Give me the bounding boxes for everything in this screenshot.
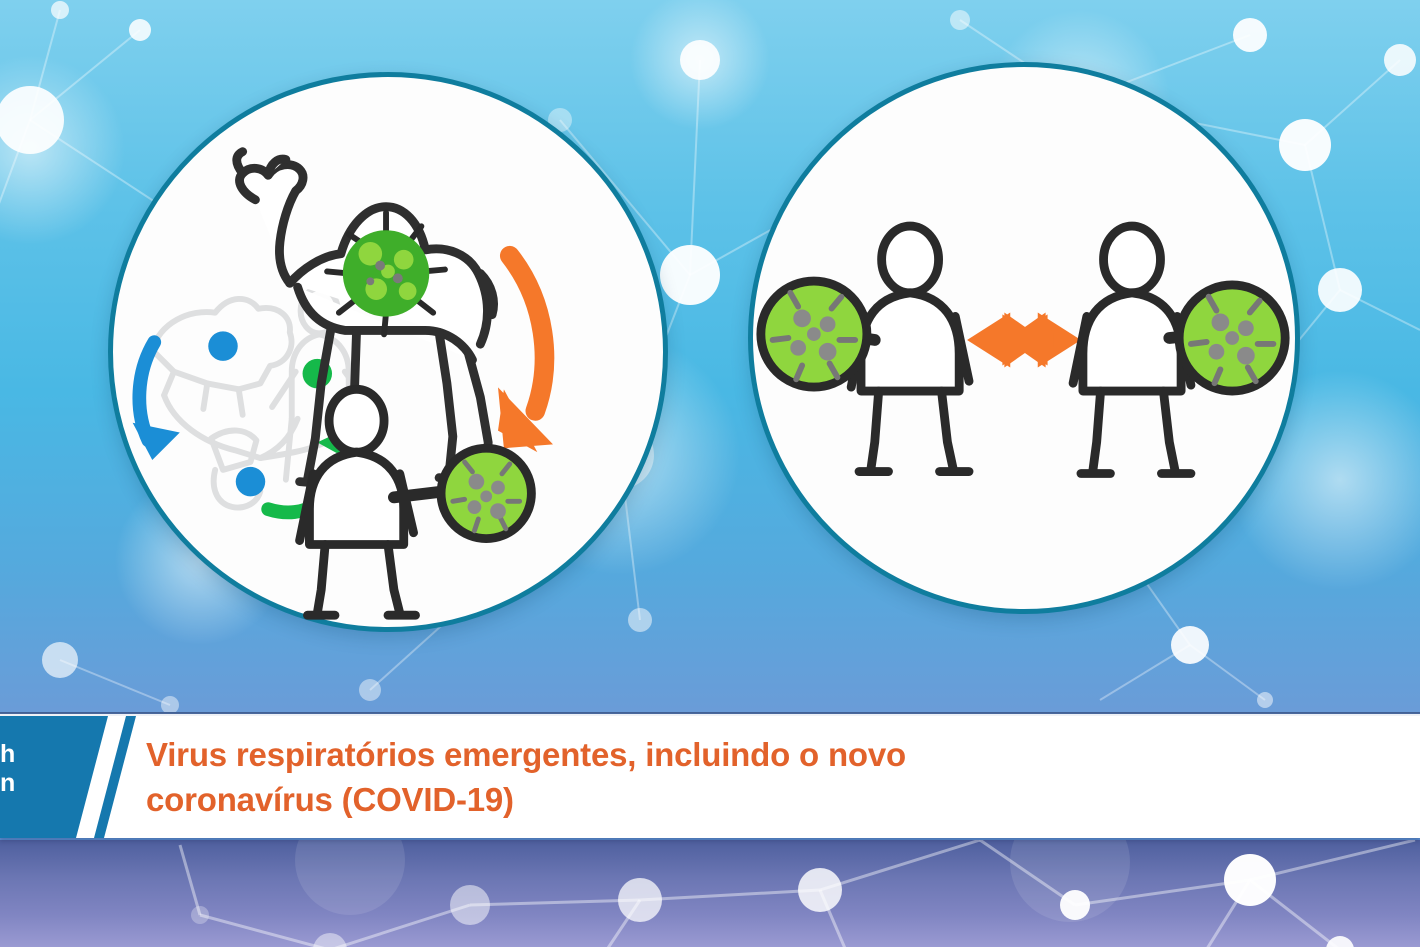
magnifier-with-virus-left xyxy=(756,276,881,392)
blue-virus-dot-1 xyxy=(208,331,238,361)
background-divider-strip xyxy=(0,712,1420,717)
panel-human-to-human-transmission[interactable] xyxy=(748,62,1300,614)
logo-partial-label: h n xyxy=(0,740,16,797)
panel-zoonotic-transmission[interactable] xyxy=(108,72,668,632)
human-figure-right xyxy=(1068,221,1196,478)
caption-bar: h n Virus respiratórios emergentes, incl… xyxy=(0,716,1420,838)
virus-particle-on-camel xyxy=(324,209,448,338)
slide-title-line-2: coronavírus (COVID-19) xyxy=(146,781,514,818)
human-to-human-transmission-illustration xyxy=(756,221,1290,478)
slide-title: Virus respiratórios emergentes, incluind… xyxy=(146,732,1380,822)
magnifier-with-virus-right xyxy=(1163,280,1290,396)
orange-double-arrow xyxy=(967,312,1081,368)
zoonotic-transmission-illustration xyxy=(132,147,555,620)
magnifier-with-virus xyxy=(387,443,536,544)
slide-title-line-1: Virus respiratórios emergentes, incluind… xyxy=(146,736,906,773)
blue-transmission-arrow xyxy=(132,335,180,461)
logo-panel-shape xyxy=(0,716,148,838)
human-figure xyxy=(295,384,420,620)
organization-logo-panel: h n xyxy=(0,716,160,838)
background-bottom-gradient xyxy=(0,840,1420,947)
human-figure-left xyxy=(846,221,974,476)
orange-down-arrow xyxy=(498,245,555,453)
blue-virus-dot-2 xyxy=(235,466,266,497)
